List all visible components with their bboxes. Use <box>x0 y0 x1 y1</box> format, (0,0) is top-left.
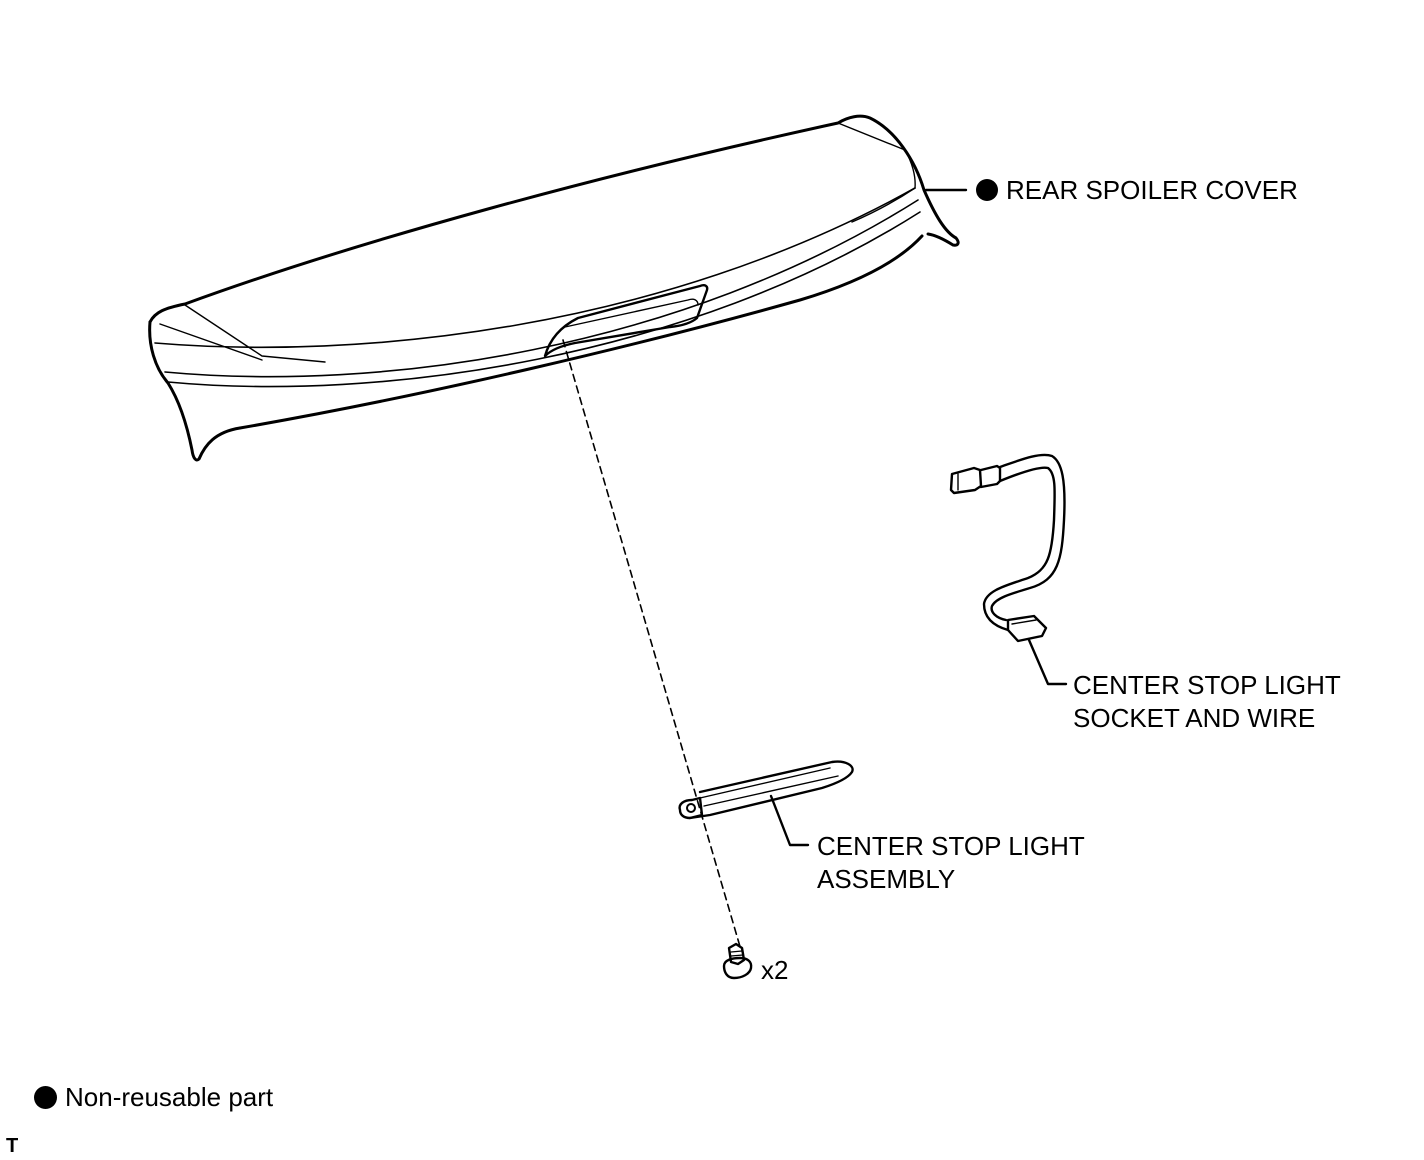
socket-and-wire-label: CENTER STOP LIGHT SOCKET AND WIRE <box>1073 669 1341 735</box>
stop-light-assembly-label-line-2: ASSEMBLY <box>817 864 956 894</box>
stop-light-assembly-label-line-1: CENTER STOP LIGHT <box>817 831 1085 861</box>
screw-drawing <box>722 942 753 980</box>
socket-leader <box>1027 638 1068 686</box>
socket-and-wire-label-line-1: CENTER STOP LIGHT <box>1073 670 1341 700</box>
stop-light-assembly-label: CENTER STOP LIGHT ASSEMBLY <box>817 830 1085 896</box>
socket-and-wire-label-line-2: SOCKET AND WIRE <box>1073 703 1316 733</box>
assembly-leader <box>769 794 810 847</box>
stop-light-assembly-drawing <box>678 760 854 820</box>
installation-dashed-line <box>562 339 742 951</box>
rear-spoiler-cover-label: REAR SPOILER COVER <box>1006 175 1298 205</box>
non-reusable-marker-legend <box>34 1086 57 1109</box>
legend-non-reusable-text: Non-reusable part <box>65 1082 274 1112</box>
corner-mark: T <box>6 1135 19 1157</box>
screw-quantity-label: x2 <box>761 955 789 985</box>
non-reusable-marker <box>976 179 998 201</box>
socket-and-wire-drawing <box>949 453 1066 643</box>
rear-spoiler-cover-drawing <box>148 114 960 462</box>
